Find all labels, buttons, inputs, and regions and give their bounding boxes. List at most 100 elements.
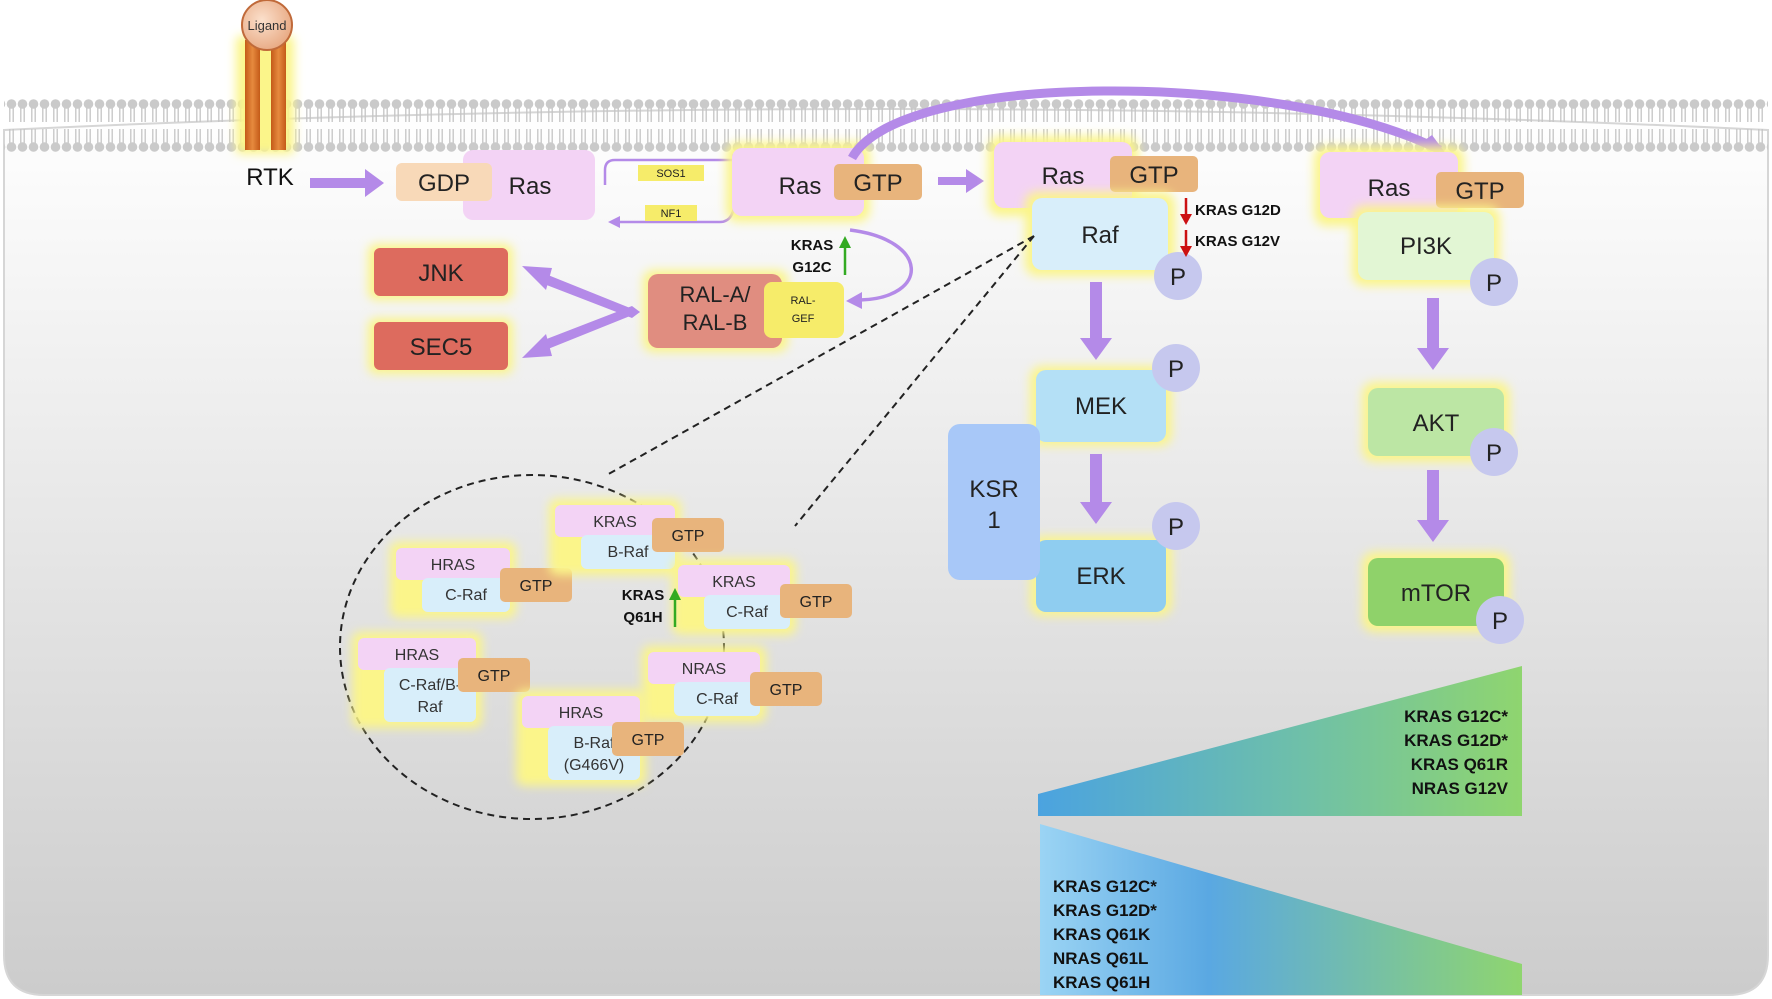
rtk-receptor: Ligand [236,0,294,154]
dimer-gtp-label: GTP [520,578,553,595]
dimer-gtp-label: GTP [672,528,705,545]
dimer-ras-label: HRAS [559,705,603,722]
akt-label: AKT [1413,410,1460,437]
akt-node: AKT P [1362,382,1518,476]
gtp-label: GTP [1129,162,1178,189]
dimer-gtp-label: GTP [478,668,511,685]
ksr1-node: KSR 1 [948,424,1040,580]
gradient-bottom-item: KRAS G12C* [1053,877,1157,896]
arrow-pi3k-akt [1417,298,1449,370]
ras-gdp-complex: GDP Ras [396,150,595,220]
mutation-kras-g12d: KRAS G12D [1195,202,1281,219]
raf-box [674,682,760,716]
gradient-bottom-item: KRAS Q61H [1053,973,1150,992]
ksr-label: KSR [969,476,1018,503]
gradient-wedge-top [1038,666,1522,816]
arrow-akt-mtor [1417,470,1449,542]
dimer-raf-label: Raf [418,699,443,716]
ral-label: RAL-B [683,310,748,335]
mtor-label: mTOR [1401,580,1471,607]
gradient-top-item: NRAS G12V [1412,779,1509,798]
phospho-label: P [1486,270,1502,297]
phospho-circle [1152,502,1200,550]
dimer-gtp-label: GTP [770,682,803,699]
arrow-mek-erk [1080,454,1112,524]
gradient-top-item: KRAS G12D* [1404,731,1508,750]
ras-box [396,548,510,580]
gtp-label: GTP [1455,178,1504,205]
gradient-bottom-item: NRAS Q61L [1053,949,1148,968]
mek-label: MEK [1075,393,1127,420]
cytoplasm [3,108,1769,996]
erk-node: ERK P [1030,502,1200,616]
dimer-raf-label: C-Raf [696,691,738,708]
sos1-label: SOS1 [656,168,685,180]
arrow-ras-raf [938,169,984,193]
gtp-box [652,518,724,552]
ras-box [648,652,760,684]
mutation-kras-g12c: KRAS [791,237,834,254]
ral-complex: RAL-A/ RAL-B RAL- GEF [643,270,844,352]
dimer-gtp-label: GTP [632,732,665,749]
gtp-label: GTP [853,170,902,197]
arrow-ras-ralgef [849,228,913,302]
gdp-label: GDP [418,170,470,197]
mtor-node: mTOR P [1362,552,1524,644]
dimer-list: HRASC-RafGTPKRASB-RafGTPKRASC-RafGTPHRAS… [352,499,852,786]
phospho-circle [1470,258,1518,306]
ras-box [358,638,476,670]
arrow-ral-targets [522,266,640,358]
dimer-raf-label: C-Raf [726,604,768,621]
phospho-circle [1152,344,1200,392]
ras-gtp-complex-1: Ras GTP [726,142,922,222]
pi3k-label: PI3K [1400,233,1452,260]
arrow-ras-pi3k [848,86,1443,161]
raf-box [384,668,476,722]
dimer-ras-label: HRAS [431,557,475,574]
dimer-ras-label: NRAS [682,661,726,678]
raf-node: Raf P [1025,192,1202,300]
ras-label: Ras [779,173,822,200]
gtp-box [500,568,572,602]
pi3k-node: PI3K P [1352,206,1518,306]
gradient-bottom-item: KRAS G12D* [1053,901,1157,920]
ras-box [555,505,675,537]
ral-label: RAL-A/ [680,282,752,307]
ras-box [522,696,640,728]
gtp-box [458,658,530,692]
gradient-top-item: KRAS G12C* [1404,707,1508,726]
sec5-label: SEC5 [410,334,473,361]
ligand-label: Ligand [247,18,286,33]
dimer-raf-label: B-Raf [608,544,649,561]
ralgef-label: GEF [792,313,815,325]
arrow-rtk-ras [310,169,384,197]
ligand [241,0,293,51]
sec5-node: SEC5 [368,318,513,374]
phospho-circle [1154,252,1202,300]
zoom-line [604,235,1035,477]
arrow-raf-mek [1080,282,1112,360]
ras-gtp-complex-2: Ras GTP [988,136,1198,216]
ras-label: Ras [509,173,552,200]
dimer-raf-label: B-Raf [574,735,615,752]
mek-node: MEK P [1030,344,1200,446]
raf-label: Raf [1081,222,1119,249]
rtk-label: RTK [246,164,294,191]
phospho-label: P [1168,356,1184,383]
dimer-ras-label: KRAS [593,514,637,531]
raf-box [422,578,510,612]
zoom-line [794,235,1035,527]
phospho-circle [1476,596,1524,644]
raf-box [704,595,790,629]
jnk-label: JNK [418,260,463,287]
phospho-label: P [1486,440,1502,467]
ras-raf-dimer: NRAS C-Raf GTP [642,646,822,722]
gtp-box [780,584,852,618]
dimer-gtp-label: GTP [800,594,833,611]
mutation-kras-g12c: G12C [792,259,831,276]
